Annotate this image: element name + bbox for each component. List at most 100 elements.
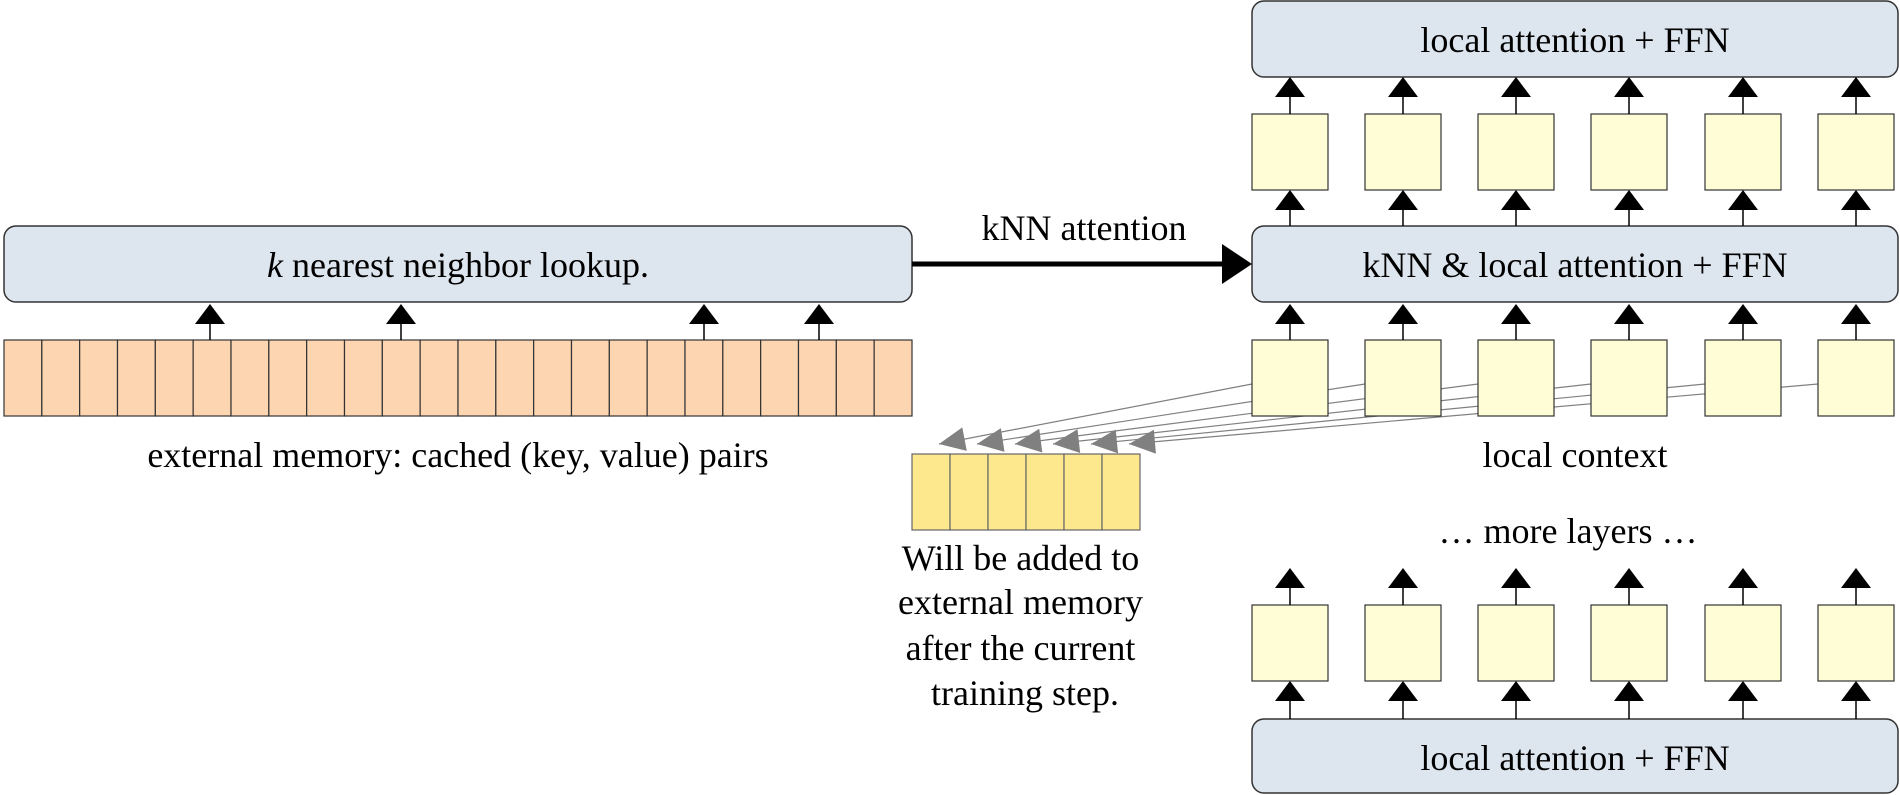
pending-note-line-1: Will be added to — [902, 538, 1139, 578]
memory-cell — [457, 339, 497, 417]
pending-connector-head — [977, 428, 1005, 452]
memory-cell — [797, 339, 837, 417]
lower-token-box — [1704, 604, 1782, 682]
memory-cell — [116, 339, 156, 417]
pending-connector — [938, 383, 1253, 445]
arrow-to-top-block-head — [1275, 77, 1305, 97]
lower-token-box — [1817, 604, 1895, 682]
pending-note-line-4: training step. — [931, 673, 1119, 713]
arrow-from-lower-token-head — [1501, 568, 1531, 588]
memory-cell — [495, 339, 535, 417]
lookup-text: nearest neighbor lookup. — [283, 245, 649, 285]
memory-cell — [722, 339, 762, 417]
arrow-to-lower-token-head — [1275, 681, 1305, 701]
memory-cell — [873, 339, 913, 417]
lower-token-box — [1477, 604, 1555, 682]
memory-cell — [154, 339, 194, 417]
arrow-to-upper-token-head — [1841, 190, 1871, 210]
memory-arrow-1-head — [195, 304, 225, 324]
arrow-to-lower-token-head — [1614, 681, 1644, 701]
top-attention-block — [1251, 0, 1899, 78]
memory-cell — [835, 339, 875, 417]
knn-attention-arrowhead — [1222, 244, 1252, 284]
arrow-to-lower-token-head — [1841, 681, 1871, 701]
lower-token-box — [1251, 604, 1329, 682]
arrow-to-top-block-head — [1728, 77, 1758, 97]
memory-cell — [230, 339, 270, 417]
pending-connector-head — [1091, 429, 1119, 454]
upper-token-box — [1590, 113, 1668, 191]
arrow-to-knn-block-head — [1728, 304, 1758, 324]
memory-cell — [570, 339, 610, 417]
context-token-box — [1817, 339, 1895, 417]
arrow-from-lower-token-head — [1841, 568, 1871, 588]
arrow-to-upper-token-head — [1388, 190, 1418, 210]
bottom-attention-block — [1251, 718, 1899, 794]
arrow-to-top-block-head — [1841, 77, 1871, 97]
pending-connector-head — [939, 427, 967, 451]
memory-cell — [343, 339, 383, 417]
pending-cell — [1101, 453, 1141, 531]
memory-cell — [381, 339, 421, 417]
pending-cell — [1063, 453, 1103, 531]
more-layers-label: … more layers … — [1439, 511, 1698, 551]
arrow-to-knn-block-head — [1614, 304, 1644, 324]
arrow-to-knn-block-head — [1275, 304, 1305, 324]
pending-cell — [911, 453, 951, 531]
arrow-from-lower-token-head — [1388, 568, 1418, 588]
local-context-label: local context — [1483, 435, 1668, 475]
arrow-from-lower-token-head — [1728, 568, 1758, 588]
memory-cell — [306, 339, 346, 417]
knn-attention-label: kNN & local attention + FFN — [1362, 245, 1787, 285]
arrow-from-lower-token-head — [1614, 568, 1644, 588]
memory-cell — [268, 339, 308, 417]
external-memory-cells — [3, 339, 913, 417]
arrow-to-upper-token-head — [1275, 190, 1305, 210]
pending-cell — [1025, 453, 1065, 531]
arrow-to-lower-token-head — [1501, 681, 1531, 701]
pending-note-line-3: after the current — [906, 628, 1136, 668]
arrow-to-upper-token-head — [1501, 190, 1531, 210]
arrow-to-knn-block-head — [1841, 304, 1871, 324]
memory-arrow-3-head — [689, 304, 719, 324]
context-token-box — [1590, 339, 1668, 417]
upper-token-box — [1364, 113, 1442, 191]
external-memory-label: external memory: cached (key, value) pai… — [147, 435, 768, 475]
arrow-to-knn-block-head — [1388, 304, 1418, 324]
upper-token-box — [1477, 113, 1555, 191]
arrow-to-top-block-head — [1388, 77, 1418, 97]
context-token-box — [1704, 339, 1782, 417]
arrow-to-upper-token-head — [1728, 190, 1758, 210]
context-token-box — [1364, 339, 1442, 417]
pending-cell — [949, 453, 989, 531]
memory-cell — [533, 339, 573, 417]
upper-token-box — [1817, 113, 1895, 191]
token-columns — [1251, 77, 1895, 719]
pending-connector — [1128, 383, 1819, 445]
arrow-to-lower-token-head — [1728, 681, 1758, 701]
lookup-k-italic: k — [267, 245, 284, 285]
memory-cell — [192, 339, 232, 417]
top-attention-label: local attention + FFN — [1420, 20, 1729, 60]
memory-cell — [760, 339, 800, 417]
pending-connector-head — [1015, 428, 1043, 453]
context-token-box — [1251, 339, 1329, 417]
pending-cell — [987, 453, 1027, 531]
arrow-to-top-block-head — [1614, 77, 1644, 97]
memory-cell — [608, 339, 648, 417]
pending-connector-head — [1053, 429, 1081, 454]
memory-cell — [419, 339, 459, 417]
knn-attention-arrow-label: kNN attention — [982, 208, 1187, 248]
memory-arrow-2-head — [386, 304, 416, 324]
arrow-from-lower-token-head — [1275, 568, 1305, 588]
lower-token-box — [1364, 604, 1442, 682]
pending-note: Will be added to external memory after t… — [898, 538, 1152, 713]
memory-cell — [684, 339, 724, 417]
upper-token-box — [1251, 113, 1329, 191]
lower-token-box — [1590, 604, 1668, 682]
upper-token-box — [1704, 113, 1782, 191]
arrow-to-top-block-head — [1501, 77, 1531, 97]
arrow-to-lower-token-head — [1388, 681, 1418, 701]
memory-cell — [3, 339, 43, 417]
